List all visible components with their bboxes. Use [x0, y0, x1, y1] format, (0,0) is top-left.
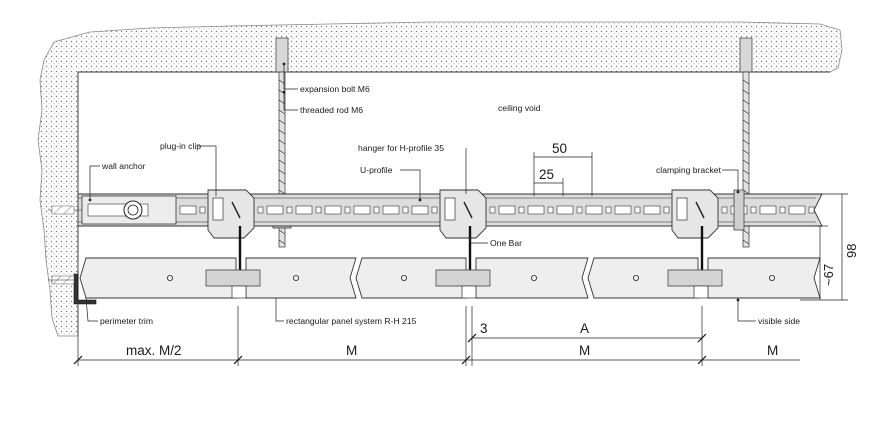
rail-hole — [547, 206, 554, 214]
label-u-profile: U-profile — [360, 165, 393, 175]
rail-slot — [585, 205, 603, 215]
rail-hole — [489, 206, 496, 214]
panel-4 — [475, 257, 589, 299]
dimension-25: 25 — [539, 167, 554, 182]
rail-slot — [324, 205, 342, 215]
panel-2 — [245, 257, 357, 299]
rail-hole — [199, 206, 206, 214]
clamping-bracket — [671, 189, 745, 272]
rail-slot — [353, 205, 371, 215]
rail-hole — [663, 206, 670, 214]
concrete-ceiling-and-wall — [37, 21, 843, 337]
dimension-3: 3 — [480, 321, 488, 336]
rail-slot — [788, 205, 806, 215]
label-ceiling-void: ceiling void — [498, 103, 541, 113]
hanger-h-profile — [439, 189, 487, 272]
label-panel-system: rectangular panel system R-H 215 — [286, 316, 417, 326]
dimension-67: ~67 — [821, 264, 836, 286]
label-clamping-bracket: clamping bracket — [656, 165, 722, 175]
rail-slot — [498, 205, 516, 215]
leader-lines — [85, 64, 756, 322]
dimension-m-2: M — [579, 343, 590, 358]
rail-hole — [808, 206, 815, 214]
label-perimeter-trim: perimeter trim — [100, 316, 153, 326]
rail-hole — [605, 206, 612, 214]
dimension-ticks — [73, 333, 707, 365]
label-plug-in-clip: plug-in clip — [160, 141, 201, 151]
dimension-vertical — [800, 193, 848, 301]
label-threaded-rod: threaded rod M6 — [300, 105, 363, 115]
rail-slot — [759, 205, 777, 215]
dimension-98: 98 — [844, 244, 859, 258]
rail-slot — [614, 205, 632, 215]
rail-slot — [527, 205, 545, 215]
rail-slot — [411, 205, 429, 215]
dimension-a: A — [580, 321, 589, 336]
rail-hole — [286, 206, 293, 214]
label-visible-side: visible side — [758, 316, 800, 326]
rail-slot — [382, 205, 400, 215]
rail-hole — [257, 206, 264, 214]
rail-hole — [750, 206, 757, 214]
panel-6 — [707, 257, 821, 299]
rail-hole — [402, 206, 409, 214]
rail-slot — [556, 205, 574, 215]
panel-5 — [587, 257, 699, 299]
rail-hole — [315, 206, 322, 214]
rail-slot — [179, 205, 197, 215]
perimeter-trim — [48, 273, 97, 305]
wall-anchor — [48, 195, 177, 225]
dimension-50: 50 — [552, 141, 567, 156]
rail-hole — [721, 206, 728, 214]
rail-slot — [643, 205, 661, 215]
label-hanger: hanger for H-profile 35 — [358, 143, 444, 153]
label-wall-anchor: wall anchor — [101, 161, 146, 171]
rail-slot — [266, 205, 284, 215]
rail-hole — [373, 206, 380, 214]
rail-slot — [295, 205, 313, 215]
dimension-max-m2: max. M/2 — [126, 343, 182, 358]
rail-hole — [634, 206, 641, 214]
rail-hole — [518, 206, 525, 214]
rail-hole — [779, 206, 786, 214]
dimension-m-3: M — [767, 343, 778, 358]
panel-1 — [79, 257, 237, 299]
plug-in-clip-1 — [207, 189, 255, 272]
rail-hole — [344, 206, 351, 214]
dimension-slot-pitch — [533, 152, 593, 196]
label-expansion-bolt: expansion bolt M6 — [300, 84, 370, 94]
panel-3 — [355, 257, 467, 299]
rail-hole — [576, 206, 583, 214]
rail-hole — [431, 206, 438, 214]
label-one-bar: One Bar — [490, 238, 522, 248]
panel-row — [79, 257, 821, 299]
dimension-horizontal — [77, 306, 800, 366]
dimension-m-1: M — [346, 343, 357, 358]
